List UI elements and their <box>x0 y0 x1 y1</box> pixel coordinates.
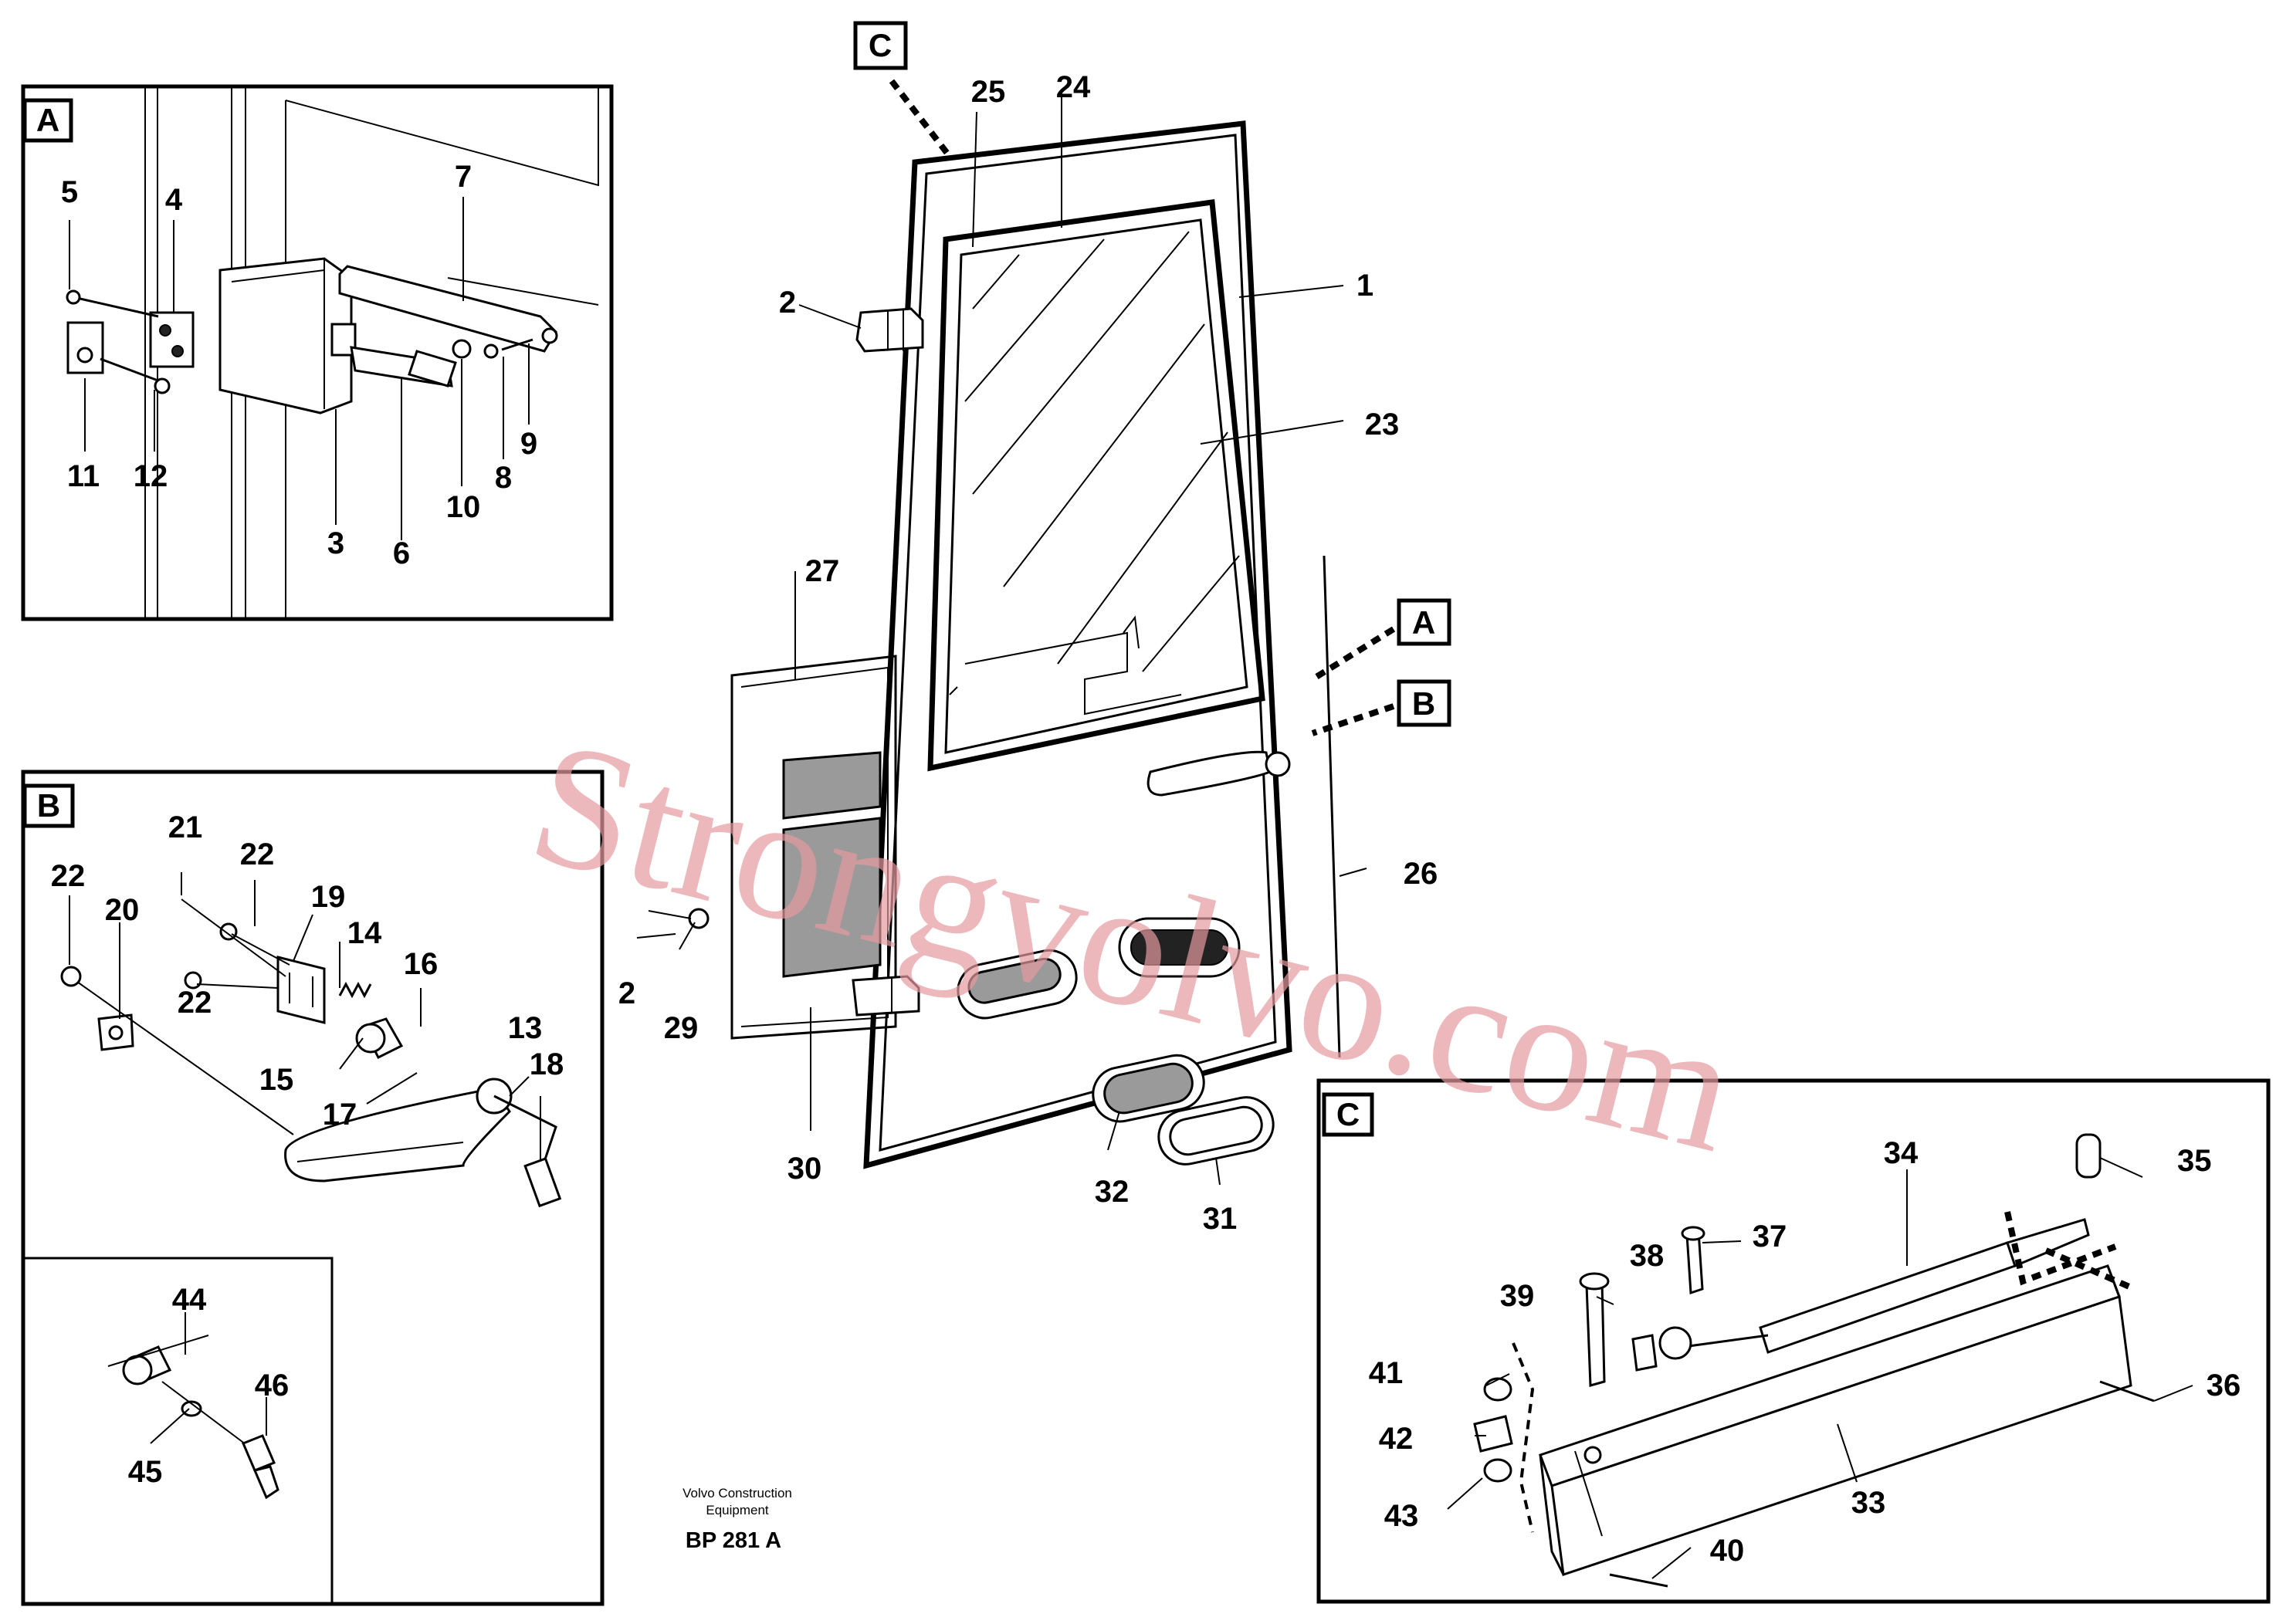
callout-3: 3 <box>327 526 344 560</box>
detail-b-flag-label: B <box>1412 685 1435 722</box>
callout-26: 26 <box>1404 857 1438 891</box>
callout-2-bottom: 2 <box>618 976 635 1010</box>
detail-b-label: B <box>37 787 60 824</box>
window-frame <box>927 199 1265 772</box>
company-line-2: Equipment <box>706 1503 769 1517</box>
detail-c-label: C <box>1336 1096 1360 1132</box>
callout-22-mid: 22 <box>178 986 212 1020</box>
callout-31: 31 <box>1203 1202 1238 1236</box>
callout-18: 18 <box>530 1047 564 1081</box>
callout-35: 35 <box>2177 1144 2212 1178</box>
detail-c-flag-label: C <box>869 27 892 63</box>
callout-40: 40 <box>1710 1534 1745 1568</box>
callout-27: 27 <box>805 554 840 588</box>
callout-25: 25 <box>971 75 1006 109</box>
callout-12: 12 <box>134 459 168 493</box>
callout-15: 15 <box>259 1063 294 1097</box>
callout-4: 4 <box>165 183 183 217</box>
callout-46: 46 <box>255 1369 290 1402</box>
handle-bracket <box>276 956 326 1024</box>
detail-a-flag-label: A <box>1412 604 1435 641</box>
callout-38: 38 <box>1630 1239 1665 1273</box>
door-frame <box>863 120 1292 1169</box>
upper-hinge <box>855 307 924 353</box>
callout-5: 5 <box>61 175 78 209</box>
callout-24: 24 <box>1056 70 1091 104</box>
callout-30: 30 <box>787 1152 822 1186</box>
callout-14: 14 <box>347 916 382 950</box>
callout-41: 41 <box>1369 1356 1404 1390</box>
striker-plate <box>66 321 104 374</box>
callout-23: 23 <box>1365 408 1400 442</box>
callout-36: 36 <box>2207 1369 2241 1402</box>
callout-9: 9 <box>520 427 537 461</box>
callout-29: 29 <box>664 1011 699 1045</box>
callout-10: 10 <box>446 490 481 524</box>
window-glass <box>944 218 1248 754</box>
callout-7: 7 <box>455 160 472 194</box>
callout-32: 32 <box>1095 1175 1130 1209</box>
callout-13: 13 <box>508 1011 543 1045</box>
callout-43: 43 <box>1384 1499 1419 1533</box>
company-line-1: Volvo Construction <box>682 1486 792 1501</box>
callout-16: 16 <box>404 947 439 981</box>
callout-8: 8 <box>495 461 512 495</box>
callout-22-left: 22 <box>51 859 86 893</box>
callout-37: 37 <box>1753 1220 1787 1254</box>
callout-20: 20 <box>105 893 140 927</box>
spacer <box>1483 1377 1512 1402</box>
callout-11: 11 <box>67 459 100 493</box>
callout-22-top: 22 <box>240 837 275 871</box>
lower-hinge <box>852 975 920 1017</box>
detail-a-label: A <box>36 102 59 138</box>
outer-handle <box>1146 750 1272 797</box>
main-door-assembly: C A B <box>636 21 1451 1186</box>
callout-21: 21 <box>168 810 203 844</box>
callout-17: 17 <box>323 1098 357 1132</box>
callout-2-top: 2 <box>779 286 796 320</box>
detail-a-panel: A <box>21 84 614 621</box>
callout-45: 45 <box>128 1455 163 1489</box>
pin <box>1585 1280 1606 1387</box>
callout-19: 19 <box>311 880 346 914</box>
striker <box>149 311 195 368</box>
drawing-footer: Volvo Construction Equipment BP 281 A <box>682 1486 792 1553</box>
callout-33: 33 <box>1851 1486 1886 1520</box>
callout-42: 42 <box>1379 1422 1414 1456</box>
callout-39: 39 <box>1500 1279 1535 1313</box>
callout-numbers: 5 4 7 9 8 11 12 10 3 6 21 22 22 20 19 14… <box>51 70 2241 1568</box>
callout-44: 44 <box>172 1283 207 1317</box>
drawing-code: BP 281 A <box>686 1528 781 1553</box>
door-handle <box>284 1087 511 1182</box>
callout-6: 6 <box>393 536 410 570</box>
callout-34: 34 <box>1884 1136 1919 1170</box>
callout-1: 1 <box>1356 269 1373 303</box>
detail-b-panel: B <box>21 770 605 1606</box>
detail-c-panel: C <box>1316 1078 2271 1604</box>
